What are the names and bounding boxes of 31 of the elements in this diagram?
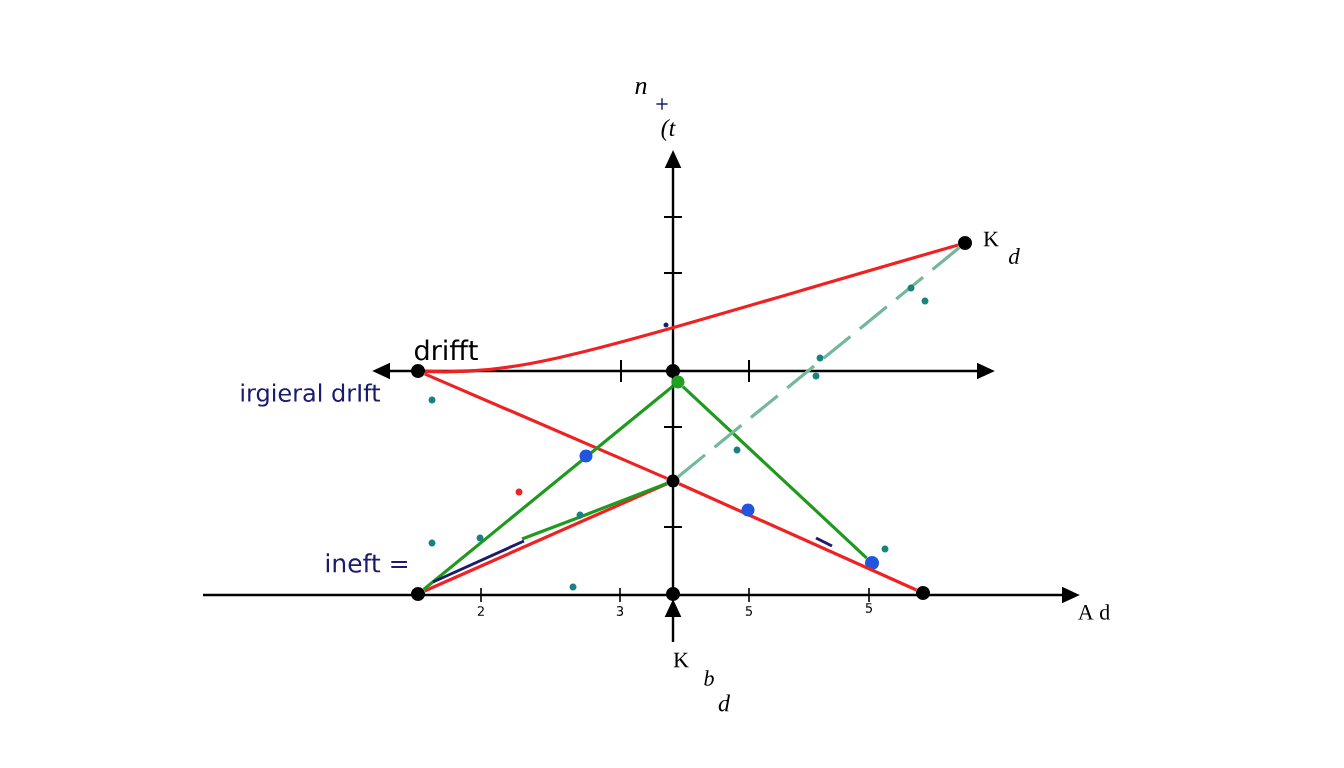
tick-label: 2 — [477, 606, 484, 616]
dot — [666, 587, 680, 601]
line — [425, 243, 959, 374]
dot — [916, 586, 930, 600]
axis-label: (t — [661, 119, 676, 141]
line — [521, 481, 668, 541]
dot — [958, 236, 972, 250]
axis-label: A d — [1078, 604, 1110, 620]
annotation: irgieral drIft — [241, 383, 381, 407]
axis-label: n — [635, 81, 647, 95]
line — [422, 385, 674, 591]
tick-label: 3 — [616, 606, 624, 616]
dot — [411, 587, 425, 601]
tick-label: 5 — [745, 606, 752, 616]
annotation: ineft = — [326, 553, 407, 573]
dot — [666, 364, 680, 378]
dot — [865, 556, 879, 570]
point-label: drifft — [415, 339, 478, 361]
line — [678, 482, 918, 592]
axis-label: K — [673, 652, 689, 668]
point-label: K — [983, 231, 999, 247]
tick-label: 5 — [865, 603, 872, 613]
line — [681, 385, 868, 560]
annotation: + — [656, 98, 668, 110]
axis-label: d — [718, 694, 731, 712]
line — [423, 482, 668, 593]
point-label: d — [1008, 247, 1020, 265]
line — [424, 372, 668, 480]
axis-label: b — [704, 670, 714, 686]
line — [677, 246, 961, 478]
dot — [411, 364, 425, 378]
